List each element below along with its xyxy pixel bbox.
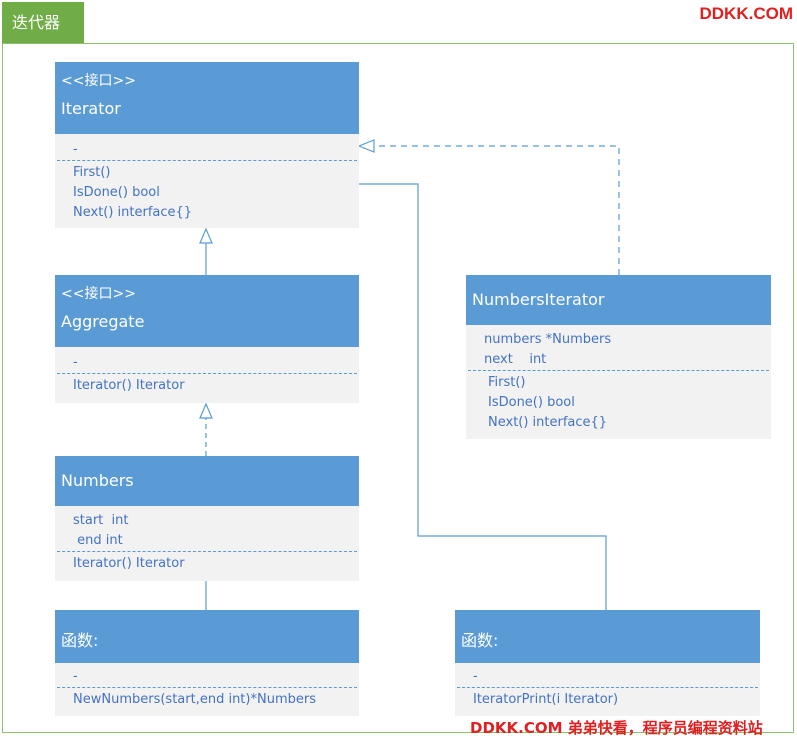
numbersiterator-to-iterator-arrowhead (357, 139, 375, 153)
aggregate-attributes: - (55, 347, 359, 373)
functions-box-right: 函数: - IteratorPrint(i Iterator) (455, 610, 760, 716)
iterator-header: <<接口>> Iterator (55, 62, 359, 134)
attribute: numbers *Numbers (484, 332, 612, 347)
functions-right-header: 函数: (455, 610, 760, 663)
attribute: next int (484, 352, 547, 367)
separator (57, 687, 357, 688)
functions-right-methods: IteratorPrint(i Iterator) (455, 688, 760, 710)
functions-left-attributes: - (55, 663, 359, 687)
numbersiterator-struct-box: NumbersIterator numbers *Numbers next in… (466, 275, 771, 439)
method: NewNumbers(start,end int)*Numbers (73, 692, 316, 707)
iterator-attributes: - (55, 134, 359, 160)
diagram-tab-label: 迭代器 (2, 2, 84, 43)
separator (57, 160, 357, 161)
footer-watermark: DDKK.COM 弟弟快看，程序员编程资料站 (470, 719, 763, 737)
numbers-struct-box: Numbers start int end int Iterator() Ite… (55, 456, 359, 581)
aggregate-methods: Iterator() Iterator (55, 374, 359, 396)
numbers-name: Numbers (61, 471, 134, 490)
separator (57, 551, 357, 552)
attribute: - (473, 669, 478, 684)
method: Next() interface{} (73, 205, 193, 220)
functions-left-name: 函数: (61, 631, 99, 650)
functions-left-methods: NewNumbers(start,end int)*Numbers (55, 688, 359, 710)
separator (468, 370, 769, 371)
numbers-to-aggregate-arrowhead (199, 402, 213, 419)
aggregate-to-iterator-arrowhead (199, 227, 213, 244)
separator (457, 687, 758, 688)
method: Next() interface{} (488, 415, 608, 430)
diagram-frame (2, 43, 794, 733)
iterator-to-iteratorprint-edge (359, 183, 607, 610)
numbers-header: Numbers (55, 456, 359, 506)
attribute: - (73, 669, 78, 684)
method: IsDone() bool (488, 395, 575, 410)
numbersiterator-name: NumbersIterator (472, 290, 605, 309)
aggregate-name: Aggregate (61, 312, 145, 331)
method: Iterator() Iterator (73, 556, 185, 571)
brand-watermark: DDKK.COM (699, 4, 794, 23)
attribute: - (73, 142, 78, 157)
iterator-methods: First() IsDone() bool Next() interface{} (55, 161, 359, 223)
numbers-methods: Iterator() Iterator (55, 552, 359, 574)
iterator-name: Iterator (61, 99, 121, 118)
aggregate-stereotype: <<接口>> (61, 286, 136, 302)
numbersiterator-methods: First() IsDone() bool Next() interface{} (466, 371, 771, 433)
attribute: - (73, 355, 78, 370)
functions-right-attributes: - (455, 663, 760, 687)
iterator-interface-box: <<接口>> Iterator - First() IsDone() bool … (55, 62, 359, 228)
attribute: start int (73, 513, 129, 528)
iterator-stereotype: <<接口>> (61, 73, 136, 89)
method: Iterator() Iterator (73, 378, 185, 393)
numbersiterator-to-iterator-edge (374, 145, 620, 275)
functions-right-name: 函数: (461, 631, 499, 650)
functions-left-header: 函数: (55, 610, 359, 663)
attribute: end int (73, 533, 123, 548)
method: IteratorPrint(i Iterator) (473, 692, 619, 707)
numbers-attributes: start int end int (55, 506, 359, 551)
aggregate-interface-box: <<接口>> Aggregate - Iterator() Iterator (55, 275, 359, 403)
method: First() (73, 165, 111, 180)
aggregate-header: <<接口>> Aggregate (55, 275, 359, 347)
numbersiterator-attributes: numbers *Numbers next int (466, 325, 771, 370)
method: IsDone() bool (73, 185, 160, 200)
numbersiterator-header: NumbersIterator (466, 275, 771, 325)
separator (57, 373, 357, 374)
method: First() (488, 375, 526, 390)
functions-box-left: 函数: - NewNumbers(start,end int)*Numbers (55, 610, 359, 716)
